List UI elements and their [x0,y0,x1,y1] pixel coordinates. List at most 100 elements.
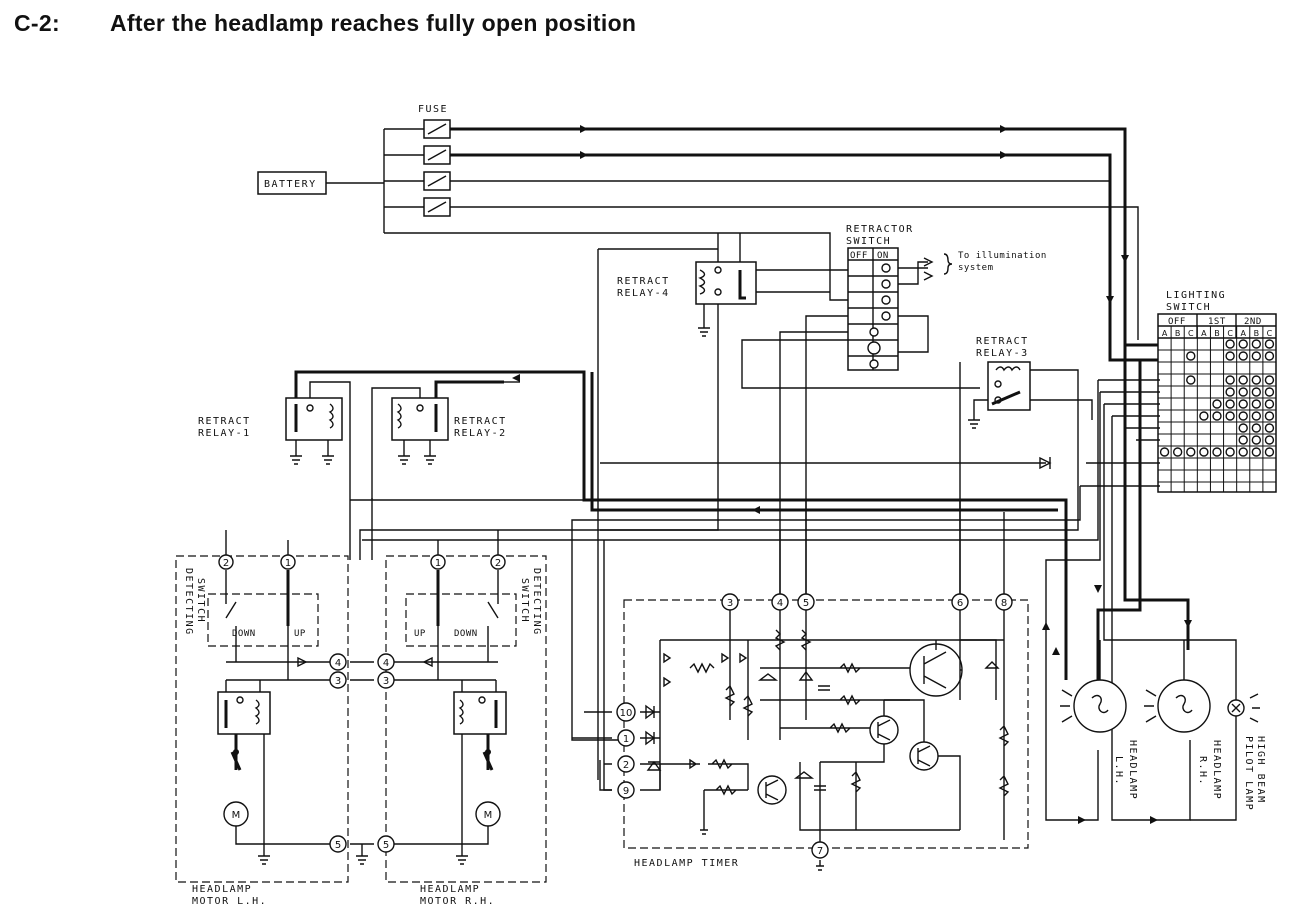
svg-text:2: 2 [223,558,229,569]
motor-lh-label-1: HEADLAMP [192,884,252,895]
ls-column-label: A [1201,329,1207,338]
fuse-block: FUSE [418,104,451,217]
retract-relay-1-label-2: RELAY-1 [198,428,251,439]
ls-column-label: A [1240,329,1246,338]
high-beam-pilot-lamp: HIGH BEAM PILOT LAMP [1227,693,1266,811]
illumination-label-2: system [958,263,994,273]
retract-relay-3: RETRACT RELAY-3 [600,336,1093,598]
ls-contact [1251,423,1262,433]
ls-contact [1264,387,1275,397]
svg-text:2: 2 [623,760,629,771]
ls-column-label: B [1254,329,1260,338]
fuse-label: FUSE [418,104,448,115]
svg-text:1: 1 [285,558,291,569]
ls-column-label: C [1267,329,1273,338]
terminal-timer-2: 2 [617,755,635,773]
ls-contact [1264,411,1275,421]
up-rh-label: UP [414,629,426,639]
ls-contact [1238,375,1248,385]
motor-rh-label-2: MOTOR R.H. [420,896,495,907]
ls-contact [1238,411,1248,421]
headlamp-rh-label-1: HEADLAMP [1211,740,1222,800]
headlamp-lh-label-2: L.H. [1113,756,1124,786]
terminal-t1-rh: 1 [430,554,446,570]
ls-contact [1251,447,1262,457]
terminal-t4-lh: 4 [329,653,347,671]
svg-text:5: 5 [803,598,809,609]
ls-contact [1186,351,1196,361]
svg-text:4: 4 [383,658,389,669]
svg-text:3: 3 [727,598,733,609]
ls-contact [1238,399,1248,409]
battery: BATTERY [257,171,327,195]
detecting-switch-rh-label-2: SWITCH [519,578,530,623]
svg-text:3: 3 [335,676,341,687]
retract-relay-1: RETRACT RELAY-1 [198,370,504,560]
ls-contact [1225,387,1235,397]
terminal-timer-4: 4 [771,593,789,611]
ls-contact [1199,411,1209,421]
figure-code: C-2: [14,10,60,36]
headlamp-lh: HEADLAMP L.H. [1060,679,1138,800]
svg-text:1: 1 [623,734,629,745]
retract-relay-4-label-2: RELAY-4 [617,288,670,299]
ls-column-label: C [1227,329,1233,338]
page-title: C-2:After the headlamp reaches fully ope… [14,10,636,37]
down-lh-label: DOWN [232,629,256,639]
terminal-t4-rh: 4 [377,653,395,671]
ls-contact [1264,447,1275,457]
retract-relay-4-label-1: RETRACT [617,276,670,287]
svg-text:5: 5 [335,840,341,851]
headlamp-timer-label: HEADLAMP TIMER [634,858,739,869]
terminal-t3-lh: 3 [329,671,347,689]
ls-contact [1225,351,1235,361]
svg-text:4: 4 [777,598,783,609]
terminal-t5-lh: 5 [329,835,347,853]
detecting-switch-lh-label-2: SWITCH [195,578,206,623]
retract-relay-3-label-1: RETRACT [976,336,1029,347]
ls-contact [1251,435,1262,445]
pilot-lamp-label-2: PILOT LAMP [1243,736,1254,811]
retractor-on-label: ON [877,251,889,261]
terminal-timer-8: 8 [995,593,1013,611]
ls-1st-label: 1ST [1208,317,1226,327]
retract-relay-2-label-2: RELAY-2 [454,428,507,439]
ls-contact [1251,339,1262,349]
terminal-timer-3: 3 [721,593,739,611]
terminal-timer-6: 6 [951,593,969,611]
lighting-switch-label-1: LIGHTING [1166,290,1226,301]
terminal-t2-lh: 2 [218,554,234,570]
svg-text:6: 6 [957,598,963,609]
retractor-switch: RETRACTOR SWITCH OFF ON To illumination … [741,224,1046,595]
ls-contact [1264,351,1275,361]
retractor-switch-label-1: RETRACTOR [846,224,914,235]
ls-contact [1225,375,1235,385]
ls-contact [1186,447,1196,457]
svg-text:5: 5 [383,840,389,851]
ls-contact [1225,399,1235,409]
terminal-timer-10: 10 [616,702,636,722]
ls-column-label: B [1175,329,1181,338]
terminal-timer-7: 7 [811,841,829,859]
ls-contact [1186,375,1196,385]
svg-text:M: M [232,810,241,821]
ls-2nd-label: 2ND [1244,317,1262,327]
terminal-t1-lh: 1 [280,554,296,570]
headlamp-timer: HEADLAMP TIMER [623,599,1029,871]
ls-contact [1225,411,1235,421]
ls-column-label: C [1188,329,1194,338]
ls-contact [1238,339,1248,349]
ls-contact [1251,375,1262,385]
ls-contact [1251,411,1262,421]
ls-contact [1264,339,1275,349]
retract-relay-2-label-1: RETRACT [454,416,507,427]
battery-label: BATTERY [264,179,317,190]
ls-contact [1212,399,1222,409]
ls-contact [1238,435,1248,445]
ls-contact [1225,339,1235,349]
up-lh-label: UP [294,629,306,639]
ls-contact [1251,387,1262,397]
ls-contact [1238,351,1248,361]
retract-relay-2: RETRACT RELAY-2 [371,380,507,560]
